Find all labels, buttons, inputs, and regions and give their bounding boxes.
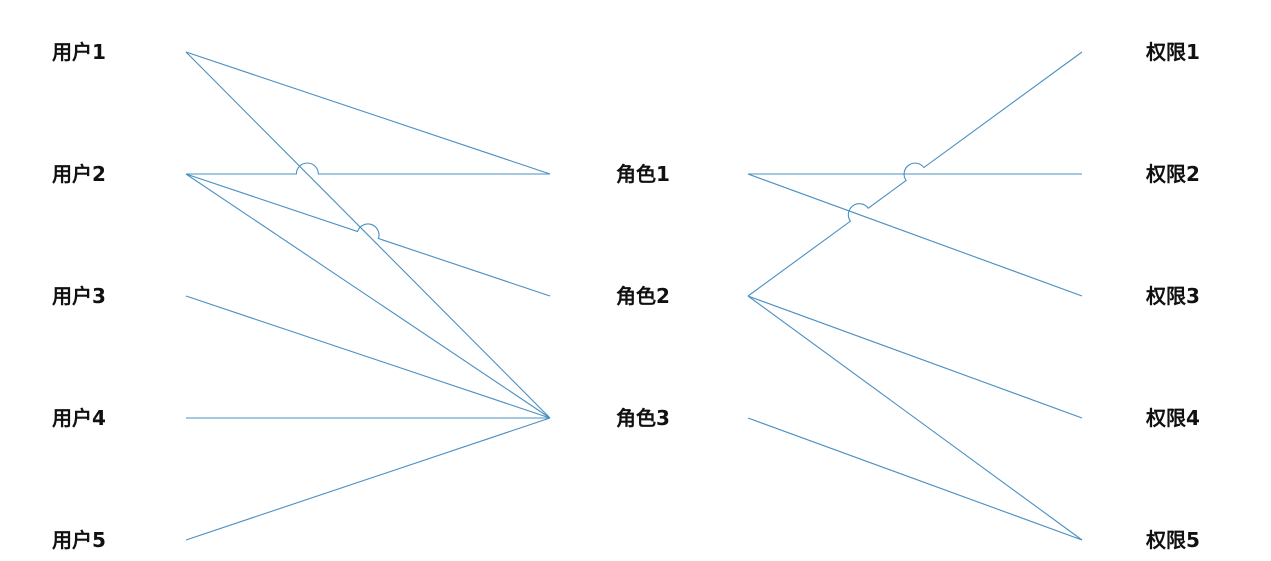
permission-node-5: 权限5	[1145, 528, 1200, 552]
link-r2-p1	[747, 51, 1083, 297]
link-u2-r1	[186, 162, 550, 175]
user-node-1: 用户1	[52, 40, 106, 64]
link-u1-r3	[185, 51, 551, 419]
link-r1-p3	[747, 173, 1083, 297]
edges-layer	[185, 51, 1083, 541]
user-node-3: 用户3	[52, 284, 106, 308]
link-u2-r3	[185, 173, 551, 419]
link-u3-r3	[185, 295, 551, 419]
link-r2-p5	[747, 295, 1083, 541]
role-node-1: 角色1	[616, 162, 670, 186]
permission-node-4: 权限4	[1145, 406, 1200, 430]
role-node-3: 角色3	[616, 406, 670, 430]
link-u2-r2	[185, 173, 551, 297]
permission-node-1: 权限1	[1145, 40, 1200, 64]
user-node-4: 用户4	[52, 406, 106, 430]
permission-node-2: 权限2	[1145, 162, 1200, 186]
permission-node-3: 权限3	[1145, 284, 1200, 308]
role-node-2: 角色2	[616, 284, 670, 308]
link-u1-r1	[185, 51, 551, 175]
link-r2-p4	[747, 295, 1083, 419]
user-node-5: 用户5	[52, 528, 106, 552]
user-node-2: 用户2	[52, 162, 106, 186]
link-u5-r3	[185, 417, 551, 541]
link-r3-p5	[747, 417, 1083, 541]
labels-layer: 用户1 用户2 用户3 用户4 用户5 角色1 角色2 角色3 权限1 权限2 …	[52, 40, 1200, 552]
